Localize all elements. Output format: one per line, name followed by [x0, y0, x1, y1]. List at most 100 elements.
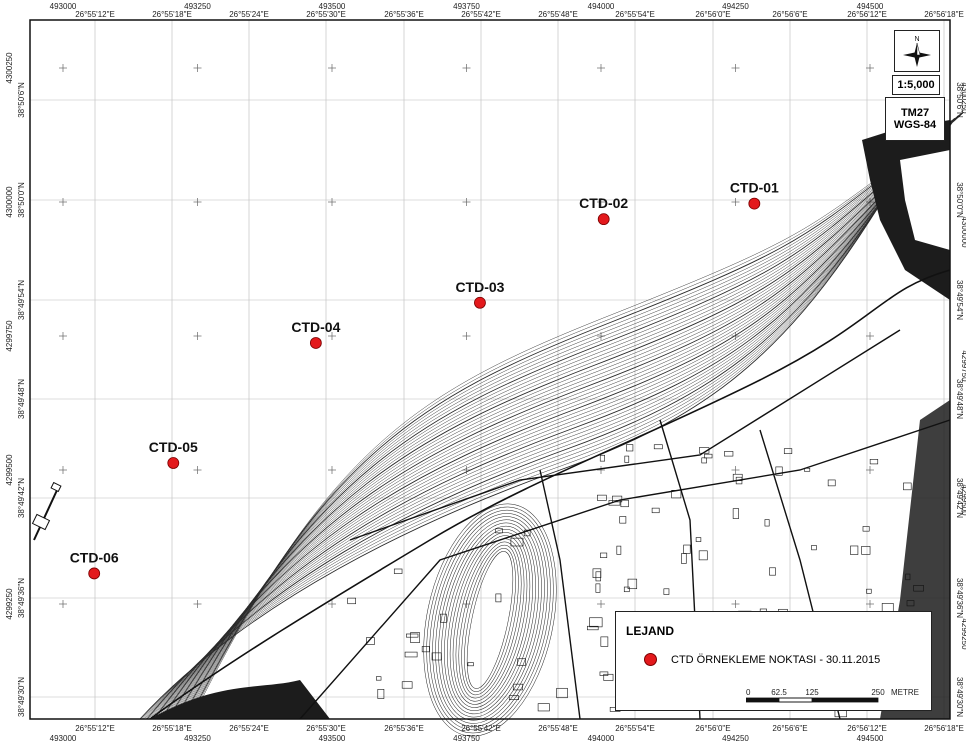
top-easting-tick: 493500	[319, 2, 346, 11]
map-frame	[29, 19, 951, 720]
bottom-longitude-tick: 26°56'6"E	[772, 724, 807, 733]
grid-crosses	[59, 64, 874, 608]
top-longitude-tick: 26°56'12"E	[847, 10, 887, 19]
top-longitude-tick: 26°55'12"E	[75, 10, 115, 19]
scale-tick-1: 62.5	[771, 688, 787, 697]
right-latitude-tick: 38°49'30"N	[955, 677, 964, 717]
ctd-point-marker[interactable]	[474, 296, 486, 309]
right-latitude-tick: 38°49'42"N	[955, 478, 964, 518]
top-easting-tick: 493000	[50, 2, 77, 11]
bottom-longitude-tick: 26°55'48"E	[538, 724, 578, 733]
left-latitude-tick: 38°49'36"N	[17, 578, 26, 618]
top-longitude-tick: 26°55'36"E	[384, 10, 424, 19]
bottom-easting-tick: 493750	[453, 734, 480, 743]
bottom-longitude-tick: 26°55'54"E	[615, 724, 655, 733]
legend-item: CTD ÖRNEKLEME NOKTASI - 30.11.2015	[644, 653, 880, 666]
ctd-point-marker[interactable]	[748, 197, 761, 210]
left-northing-tick: 4299250	[5, 588, 14, 620]
left-latitude-tick: 38°49'30"N	[17, 677, 26, 717]
coordinate-tick-labels: 493000 493250 493500 493750 494000 494250 4945…	[5, 2, 966, 743]
jetty	[31, 481, 62, 541]
top-easting-tick: 494250	[722, 2, 749, 11]
right-northing-tick: 4299250	[960, 618, 966, 650]
scale-tick-0: 0	[746, 688, 751, 697]
coordinate-system: TM27 WGS-84	[885, 97, 945, 141]
right-northing-tick: 4299500	[960, 484, 966, 516]
right-latitude-tick: 38°49'36"N	[955, 578, 964, 618]
bottom-longitude-tick: 26°55'24"E	[229, 724, 269, 733]
left-northing-tick: 4299750	[5, 320, 14, 352]
ctd-point-label: CTD-02	[579, 195, 628, 211]
top-easting-tick: 494500	[857, 2, 884, 11]
ctd-point-marker[interactable]	[167, 457, 180, 469]
top-longitude-tick: 26°55'42"E	[461, 10, 501, 19]
bottom-easting-tick: 494250	[722, 734, 749, 743]
bottom-easting-tick: 494500	[857, 734, 884, 743]
bottom-longitude-tick: 26°56'0"E	[695, 724, 730, 733]
left-latitude-tick: 38°49'54"N	[17, 280, 26, 320]
left-latitude-tick: 38°50'0"N	[17, 182, 26, 218]
right-latitude-tick: 38°49'48"N	[955, 379, 964, 419]
legend-item-label: CTD ÖRNEKLEME NOKTASI - 30.11.2015	[671, 653, 881, 666]
crs-projection: TM27	[900, 107, 930, 119]
right-latitude-tick: 38°50'0"N	[955, 182, 964, 218]
right-northing-tick: 4300000	[960, 216, 966, 248]
bottom-easting-tick: 494000	[588, 734, 615, 743]
ctd-point-label: CTD-03	[455, 279, 504, 295]
bottom-easting-tick: 493500	[319, 734, 346, 743]
scale-ratio: 1:5,000	[892, 75, 940, 95]
top-longitude-tick: 26°55'24"E	[229, 10, 269, 19]
roads	[299, 329, 951, 720]
legend-title: LEJAND	[626, 624, 675, 638]
top-longitude-tick: 26°55'18"E	[152, 10, 192, 19]
north-arrow-icon: N	[903, 36, 931, 67]
crs-datum: WGS-84	[893, 119, 937, 131]
right-latitude-tick: 38°49'54"N	[955, 280, 964, 320]
north-label: N	[914, 36, 919, 43]
ctd-point-label: CTD-06	[70, 549, 119, 565]
scale-bar: 0 62.5 125 250 METRE	[746, 688, 919, 703]
top-longitude-tick: 26°55'30"E	[306, 10, 346, 19]
ctd-point-label: CTD-04	[291, 319, 340, 335]
bottom-longitude-tick: 26°55'18"E	[152, 724, 192, 733]
bottom-longitude-tick: 26°56'12"E	[847, 724, 887, 733]
ctd-point-label: CTD-01	[730, 180, 779, 196]
bottom-easting-tick: 493250	[184, 734, 211, 743]
north-arrow: N	[894, 30, 940, 72]
bottom-longitude-tick: 26°55'12"E	[75, 724, 115, 733]
legend: LEJAND CTD ÖRNEKLEME NOKTASI - 30.11.201…	[615, 611, 932, 711]
left-latitude-tick: 38°49'48"N	[17, 379, 26, 419]
left-northing-tick: 4299500	[5, 454, 14, 486]
top-easting-tick: 494000	[588, 2, 615, 11]
left-latitude-tick: 38°50'6"N	[17, 82, 26, 118]
ctd-point-marker[interactable]	[88, 567, 101, 580]
left-latitude-tick: 38°49'42"N	[17, 478, 26, 518]
top-longitude-tick: 26°56'18"E	[924, 10, 964, 19]
top-easting-tick: 493750	[453, 2, 480, 11]
bottom-longitude-tick: 26°55'30"E	[306, 724, 346, 733]
top-longitude-tick: 26°56'0"E	[695, 10, 730, 19]
right-northing-tick: 4300250	[960, 82, 966, 114]
scale-tick-3: 250	[871, 688, 885, 697]
bottom-longitude-tick: 26°56'18"E	[924, 724, 964, 733]
top-longitude-tick: 26°55'48"E	[538, 10, 578, 19]
legend-point-marker	[644, 653, 657, 666]
ctd-point-marker[interactable]	[597, 213, 610, 226]
bottom-longitude-tick: 26°55'42"E	[461, 724, 501, 733]
top-longitude-tick: 26°56'6"E	[772, 10, 807, 19]
right-latitude-tick: 38°50'6"N	[955, 82, 964, 118]
bottom-easting-tick: 493000	[50, 734, 77, 743]
bottom-longitude-tick: 26°55'36"E	[384, 724, 424, 733]
scale-unit: METRE	[891, 688, 919, 697]
top-longitude-tick: 26°55'54"E	[615, 10, 655, 19]
top-easting-tick: 493250	[184, 2, 211, 11]
left-northing-tick: 4300250	[5, 52, 14, 84]
left-northing-tick: 4300000	[5, 186, 14, 218]
scale-tick-2: 125	[805, 688, 819, 697]
ctd-point-marker[interactable]	[309, 337, 322, 349]
ctd-point-label: CTD-05	[149, 439, 198, 455]
right-northing-tick: 4299750	[960, 350, 966, 382]
